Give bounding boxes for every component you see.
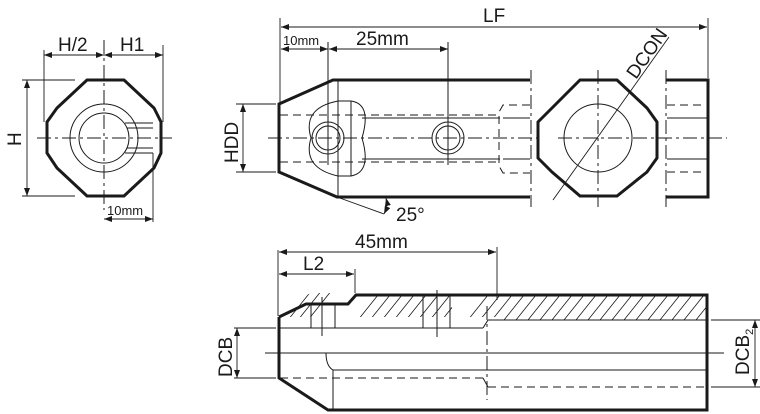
octagon-outline-right: [536, 78, 659, 198]
stub-outline: [666, 78, 710, 199]
label-first-hole: 10mm: [283, 33, 319, 48]
label-bore-diameter-2-group: DCB2: [733, 329, 756, 375]
label-hole-spacing: 25mm: [356, 29, 409, 50]
end-view-right: DCON: [536, 25, 727, 207]
label-bore-diameter-2-subscript: 2: [744, 329, 756, 335]
section-view-bottom: 45mm L2 DCB DCB2: [216, 232, 760, 412]
label-height: H: [5, 132, 26, 146]
label-hole-diameter: HDD: [222, 122, 243, 163]
label-chamfer-angle: 25°: [396, 205, 425, 226]
label-overall-length: LF: [483, 6, 505, 27]
label-h1: H1: [120, 35, 144, 56]
section-outline: [277, 293, 709, 412]
label-half-height: H/2: [58, 35, 88, 56]
octagon-outline: [45, 78, 163, 198]
label-l2: L2: [303, 254, 324, 275]
label-bore-diameter: DCB: [216, 337, 237, 377]
inner-bore-circle: [78, 112, 130, 164]
side-view-top: LF 10mm 25mm HDD 25°: [222, 6, 709, 226]
label-flat-offset: 10mm: [107, 203, 143, 218]
dcon-leader: [552, 36, 670, 201]
label-bore-diameter-2: DCB2: [733, 329, 756, 375]
end-view-left: H/2 H1 H 10mm: [5, 35, 172, 222]
label-connection-diameter: DCON: [623, 25, 672, 83]
label-bore-depth: 45mm: [355, 232, 408, 253]
